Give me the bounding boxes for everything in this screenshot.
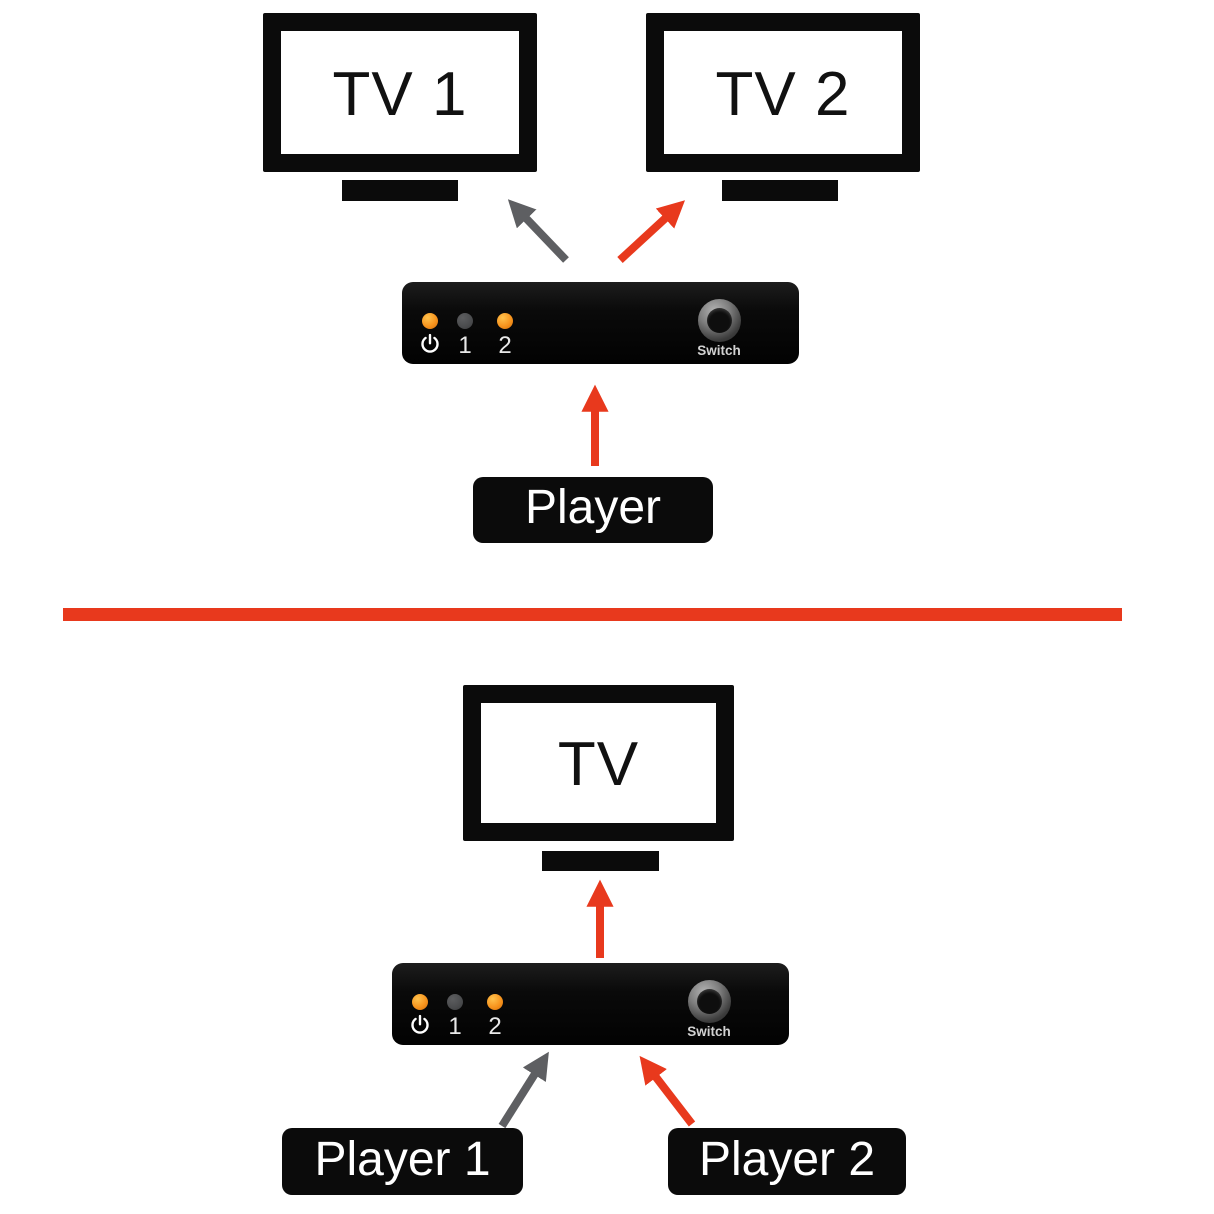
- tv-2-screen: TV 2: [664, 31, 902, 154]
- tv-single: TV: [463, 685, 734, 841]
- player-label: Player: [524, 481, 662, 534]
- input-1-label: 1: [448, 1013, 462, 1040]
- tv-1-screen: TV 1: [281, 31, 519, 154]
- tv-1: TV 1: [263, 13, 537, 172]
- player-1-box: Player 1: [282, 1128, 523, 1195]
- tv-1-label: TV 1: [332, 59, 468, 129]
- hdmi-switch-bottom: 1 2 Switch: [392, 963, 789, 1045]
- hdmi-switch-top: 1 2 Switch: [402, 282, 799, 364]
- tv-single-screen: TV: [481, 703, 716, 823]
- player-box: Player: [473, 477, 713, 543]
- input-1-label: 1: [458, 332, 472, 359]
- section-divider: [63, 608, 1122, 621]
- power-icon: [409, 1014, 431, 1036]
- input-2-led: [487, 994, 503, 1010]
- switch-button-label: Switch: [687, 1024, 731, 1039]
- tv-2: TV 2: [646, 13, 920, 172]
- switch-button: [688, 980, 731, 1023]
- input-1-led: [457, 313, 473, 329]
- arrow-switch-to-tv2: [617, 200, 686, 263]
- player-2-box: Player 2: [668, 1128, 906, 1195]
- input-1-led: [447, 994, 463, 1010]
- player-1-label: Player 1: [314, 1132, 491, 1186]
- arrow-switch-to-tv1: [507, 199, 569, 263]
- tv-2-stand: [722, 180, 838, 201]
- arrow-player2-to-switch: [639, 1055, 696, 1127]
- tv-2-label: TV 2: [715, 59, 851, 129]
- input-2-led: [497, 313, 513, 329]
- input-2-label: 2: [498, 332, 512, 359]
- input-2-label: 2: [488, 1013, 502, 1040]
- power-led: [412, 994, 428, 1010]
- switch-button-label: Switch: [697, 343, 741, 358]
- tv-1-stand: [342, 180, 458, 201]
- player-2-label: Player 2: [698, 1132, 876, 1186]
- tv-single-stand: [542, 851, 659, 871]
- power-led: [422, 313, 438, 329]
- power-icon: [419, 333, 441, 355]
- switch-button: [698, 299, 741, 342]
- arrow-player1-to-switch: [498, 1051, 549, 1129]
- tv-single-label: TV: [557, 730, 640, 799]
